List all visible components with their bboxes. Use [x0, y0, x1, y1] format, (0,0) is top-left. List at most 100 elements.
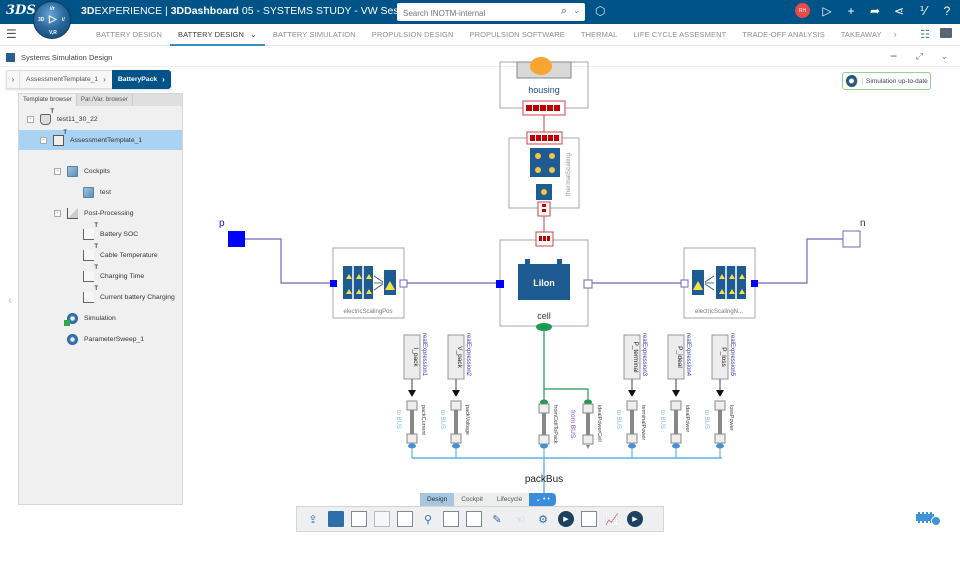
tab-battery-simulation[interactable]: BATTERY SIMULATION	[265, 24, 364, 46]
bus-connector[interactable]	[450, 400, 462, 458]
port-pos-out[interactable]	[399, 279, 408, 288]
tree-node-simulation[interactable]: Simulation	[64, 309, 116, 327]
tab-propulsion-design[interactable]: PROPULSION DESIGN	[364, 24, 462, 46]
search-icon[interactable]: ⌕	[560, 5, 567, 17]
edit-icon[interactable]	[466, 511, 482, 527]
play-icon[interactable]: ▶	[558, 511, 574, 527]
help-icon[interactable]: ?	[943, 3, 951, 18]
cell-bus-connector[interactable]	[582, 399, 594, 450]
minimize-icon[interactable]: −	[889, 49, 897, 63]
menu-icon[interactable]: ☰	[6, 27, 17, 41]
notification-icon[interactable]: ▷	[822, 3, 832, 18]
avatar[interactable]: RH	[795, 3, 810, 18]
settings-icon[interactable]: ⚙	[538, 513, 548, 526]
bus-connector[interactable]	[406, 400, 418, 458]
inspect-icon[interactable]: ⚲	[423, 513, 433, 526]
electric-scaling-pos-block[interactable]: electricScalingPos	[332, 247, 405, 319]
collapse-toggle[interactable]: -	[54, 167, 61, 175]
thermal-scaling-block[interactable]: thermalScaling	[508, 131, 580, 217]
pointer-icon[interactable]: ☜	[515, 513, 525, 526]
search-chevron-icon[interactable]: ⌄	[573, 6, 580, 15]
export-icon[interactable]: ⇪	[308, 513, 318, 526]
electric-scaling-neg-block[interactable]: electricScalingN...	[683, 247, 756, 319]
expression-value: P_loss	[720, 347, 727, 367]
tree-node-battery-soc[interactable]: Battery SOC	[83, 223, 138, 243]
list-icon[interactable]	[351, 511, 367, 527]
save-icon[interactable]	[328, 511, 344, 527]
chevron-right-icon[interactable]: ›	[893, 29, 897, 39]
port-n[interactable]	[842, 230, 861, 248]
info-doc-icon[interactable]	[397, 511, 413, 527]
maximize-icon[interactable]: ⤢	[915, 51, 923, 61]
chevron-down-icon[interactable]: ⌄	[250, 30, 257, 39]
tree-node-parameter-sweep[interactable]: ParameterSweep_1	[67, 330, 144, 348]
chart-icon[interactable]: 📈	[605, 513, 619, 526]
add-icon[interactable]: +	[847, 3, 855, 18]
simulation-status-badge[interactable]: Simulation up-to-date	[842, 72, 931, 90]
share-icon[interactable]: ➦	[869, 3, 881, 18]
tab-battery-design-1[interactable]: BATTERY DESIGN	[88, 24, 170, 46]
chat-icon[interactable]	[940, 28, 952, 38]
port-neg-out[interactable]	[751, 280, 758, 287]
compass-button[interactable]: i/r 3D i/ V,R ▷	[33, 1, 71, 39]
cell-bus-connector[interactable]	[538, 399, 550, 459]
parameter-icon[interactable]: ✎	[492, 513, 502, 526]
collapse-panel-icon[interactable]: ‹	[8, 293, 12, 307]
breadcrumb-toggle[interactable]: ›	[6, 70, 20, 89]
tree-node-current-battery-charging[interactable]: Current battery Charging	[83, 286, 175, 306]
tab-thermal[interactable]: THERMAL	[573, 24, 626, 46]
tab-propulsion-software[interactable]: PROPULSION SOFTWARE	[461, 24, 572, 46]
chart-edit-icon[interactable]	[443, 511, 459, 527]
tab-cockpit[interactable]: Cockpit	[454, 493, 490, 506]
tab-parvar-browser[interactable]: Par./Var. browser	[77, 94, 133, 106]
chevron-down-icon[interactable]: ⌄	[940, 51, 948, 61]
collapse-toggle[interactable]: -	[40, 136, 47, 144]
port-neg-in[interactable]	[680, 279, 689, 288]
collapse-toggle[interactable]: -	[27, 115, 34, 123]
tree-node-post-processing[interactable]: - Post-Processing	[54, 204, 134, 222]
bus-connector[interactable]	[670, 400, 682, 458]
tree-node-test[interactable]: test	[83, 183, 111, 201]
tab-trade-off[interactable]: TRADE-OFF ANALYSIS	[734, 24, 833, 46]
port-p[interactable]	[228, 231, 245, 247]
search-input[interactable]	[397, 4, 547, 23]
breadcrumb-item[interactable]: AssessmentTemplate_1›	[20, 70, 112, 89]
tree-node-test11[interactable]: - T test11_30_22	[27, 109, 98, 128]
more-tabs-button[interactable]: ⌄ • •	[529, 493, 556, 506]
run-config-icon[interactable]	[581, 511, 597, 527]
video-recorder-icon[interactable]	[916, 512, 941, 526]
search-box[interactable]: ⌕ ⌄	[397, 3, 585, 23]
tab-takeaway[interactable]: TAKEAWAY	[833, 24, 890, 46]
bus-connector[interactable]	[626, 400, 638, 458]
tab-template-browser[interactable]: Template browser	[19, 94, 77, 106]
simulate-check-icon[interactable]: ▶	[627, 511, 643, 527]
compass-apps-icon[interactable]: ⅟	[919, 3, 927, 18]
breadcrumb-current[interactable]: BatteryPack›	[111, 70, 171, 89]
tag-icon[interactable]: ⬡	[595, 4, 606, 18]
port-pos-in[interactable]	[330, 280, 337, 287]
collapse-toggle[interactable]: -	[54, 209, 61, 217]
tree-node-cable-temperature[interactable]: Cable Temperature	[83, 244, 158, 264]
scaling-pos-label: electricScalingPos	[343, 309, 392, 315]
tab-life-cycle[interactable]: LIFE CYCLE ASSESMENT	[625, 24, 734, 46]
cell-port-n[interactable]	[583, 279, 593, 289]
tab-list-icon[interactable]: ☷	[920, 29, 930, 41]
tab-lifecycle[interactable]: Lifecycle	[489, 493, 530, 506]
tab-battery-design-2[interactable]: BATTERY DESIGN⌄	[170, 24, 265, 46]
cell-port-p[interactable]	[496, 280, 504, 288]
breadcrumb: › AssessmentTemplate_1› BatteryPack›	[6, 70, 171, 89]
bus-connector[interactable]	[714, 400, 726, 458]
network-icon[interactable]: ⋖	[893, 3, 905, 18]
tree-node-charging-time[interactable]: Charging Time	[83, 265, 144, 285]
tree-node-cockpits[interactable]: - Cockpits	[54, 162, 110, 180]
tree-node-assessment-template[interactable]: - T AssessmentTemplate_1	[19, 130, 182, 150]
cell-block[interactable]: LiIon cell	[499, 231, 589, 331]
housing-block[interactable]: housing	[499, 57, 589, 109]
list-disabled-icon[interactable]	[374, 511, 390, 527]
tab-design[interactable]: Design	[420, 493, 455, 506]
